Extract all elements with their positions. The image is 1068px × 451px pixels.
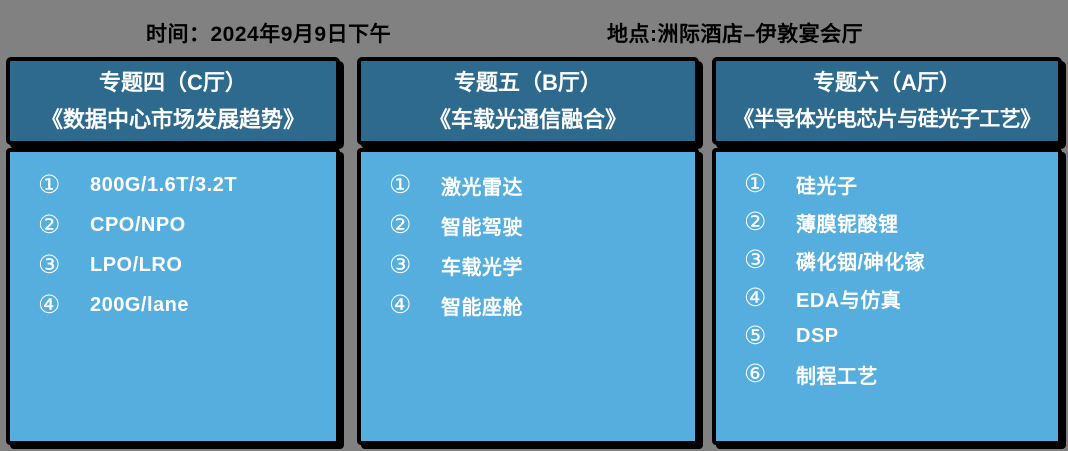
item-number-circle: ① [38,170,61,199]
item-label: CPO/NPO [90,213,186,236]
agenda-item: ① 激光雷达 [389,165,689,205]
panel-header-topic5: 专题五（B厅） 《车载光通信融合》 [357,57,699,145]
panel-subtitle: 《数据中心市场发展趋势》 [40,107,305,132]
agenda-item: ② 薄膜铌酸锂 [744,203,1052,241]
item-number-circle: ② [389,210,412,239]
item-number-circle: ① [389,170,412,199]
item-number-circle: ③ [38,250,61,279]
panel-body-topic5: ① 激光雷达 ② 智能驾驶 ③ 车载光学 ④ 智能座舱 [357,148,699,445]
panel-body-topic6: ① 硅光子 ② 薄膜铌酸锂 ③ 磷化铟/砷化镓 ④ EDA与仿真 ⑤ DSP [712,148,1062,445]
panel-subtitle: 《车载光通信融合》 [428,107,627,132]
panel-subtitle: 《半导体光电芯片与硅光子工艺》 [733,108,1041,131]
item-label: LPO/LRO [90,253,183,276]
item-label: 智能驾驶 [441,216,523,239]
agenda-item: ① 硅光子 [744,165,1052,203]
item-number-circle: ② [744,207,767,236]
item-label: 薄膜铌酸锂 [796,213,899,236]
event-location-label: 地点:洲际酒店–伊敦宴会厅 [607,23,864,46]
panel-body-topic4: ① 800G/1.6T/3.2T ② CPO/NPO ③ LPO/LRO ④ 2… [6,148,340,445]
item-label: 智能座舱 [441,296,523,319]
agenda-item: ④ 200G/lane [38,285,330,325]
agenda-item: ④ EDA与仿真 [744,279,1052,317]
agenda-item: ④ 智能座舱 [389,285,689,325]
item-label: 激光雷达 [441,176,523,199]
item-number-circle: ② [38,210,61,239]
item-label: 制程工艺 [796,365,878,388]
session-panel-topic6: 专题六（A厅） 《半导体光电芯片与硅光子工艺》 ① 硅光子 ② 薄膜铌酸锂 ③ … [712,57,1062,445]
agenda-item: ③ 磷化铟/砷化镓 [744,241,1052,279]
agenda-item: ③ LPO/LRO [38,245,330,285]
item-number-circle: ⑤ [744,321,767,350]
item-label: 200G/lane [90,293,190,316]
panel-header-topic4: 专题四（C厅） 《数据中心市场发展趋势》 [6,57,340,145]
panel-title: 专题四（C厅） [99,70,247,95]
panel-title: 专题五（B厅） [454,70,602,95]
item-label: 800G/1.6T/3.2T [90,173,238,196]
agenda-item: ⑤ DSP [744,317,1052,355]
panel-header-topic6: 专题六（A厅） 《半导体光电芯片与硅光子工艺》 [712,57,1062,145]
agenda-item: ② 智能驾驶 [389,205,689,245]
item-number-circle: ④ [389,290,412,319]
item-number-circle: ④ [38,290,61,319]
agenda-item: ③ 车载光学 [389,245,689,285]
agenda-item: ② CPO/NPO [38,205,330,245]
item-number-circle: ③ [744,245,767,274]
session-panel-topic4: 专题四（C厅） 《数据中心市场发展趋势》 ① 800G/1.6T/3.2T ② … [6,57,340,445]
item-number-circle: ① [744,169,767,198]
item-label: 磷化铟/砷化镓 [796,251,926,274]
item-label: 硅光子 [796,175,858,198]
item-number-circle: ③ [389,250,412,279]
item-label: DSP [796,324,839,347]
session-panel-topic5: 专题五（B厅） 《车载光通信融合》 ① 激光雷达 ② 智能驾驶 ③ 车载光学 ④ [357,57,699,445]
event-time-label: 时间：2024年9月9日下午 [146,23,392,46]
session-panels-container: 专题四（C厅） 《数据中心市场发展趋势》 ① 800G/1.6T/3.2T ② … [6,57,1062,445]
item-number-circle: ⑥ [744,359,767,388]
agenda-item: ⑥ 制程工艺 [744,355,1052,393]
item-label: EDA与仿真 [796,289,902,312]
panel-title: 专题六（A厅） [813,70,961,95]
item-number-circle: ④ [744,283,767,312]
agenda-item: ① 800G/1.6T/3.2T [38,165,330,205]
item-label: 车载光学 [441,256,523,279]
